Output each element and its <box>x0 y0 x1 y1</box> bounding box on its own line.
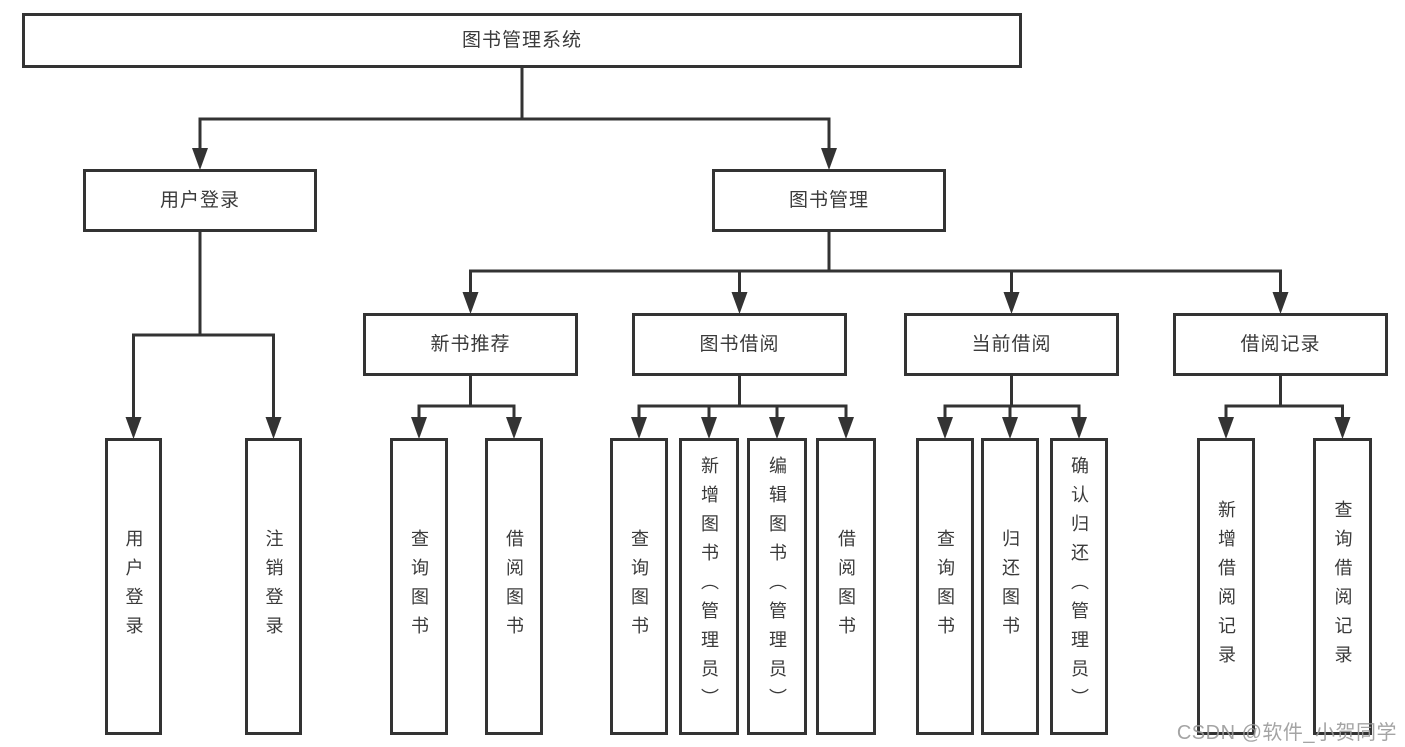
arrowhead-icon <box>192 148 208 170</box>
connector-borrow-records <box>1218 374 1351 439</box>
node-leaf-logout: 注销登录 <box>245 438 302 735</box>
node-leaf-borrow-books-1: 借阅图书 <box>485 438 543 735</box>
arrowhead-icon <box>1218 417 1234 439</box>
node-label-leaf-query-books-2: 查询图书 <box>629 528 649 645</box>
node-user-login: 用户登录 <box>83 169 317 232</box>
node-leaf-query-books-2: 查询图书 <box>610 438 668 735</box>
node-label-leaf-user-login: 用户登录 <box>123 528 144 645</box>
arrowhead-icon <box>265 417 282 439</box>
arrowhead-icon <box>411 417 427 439</box>
arrowhead-icon <box>1003 292 1020 314</box>
node-book-borrow: 图书借阅 <box>632 313 847 376</box>
node-label-leaf-confirm-return: 确认归还（管理员） <box>1069 456 1089 717</box>
node-leaf-query-books-1: 查询图书 <box>390 438 448 735</box>
node-label-leaf-logout: 注销登录 <box>263 528 284 645</box>
connector-book-borrow <box>631 374 854 439</box>
node-label-book-mgmt: 图书管理 <box>788 190 869 211</box>
node-borrow-records: 借阅记录 <box>1173 313 1388 376</box>
node-leaf-return-book: 归还图书 <box>981 438 1039 735</box>
node-label-leaf-query-books-1: 查询图书 <box>409 528 429 645</box>
arrowhead-icon <box>937 417 953 439</box>
arrowhead-icon <box>506 417 522 439</box>
node-label-borrow-records: 借阅记录 <box>1240 334 1321 355</box>
arrowhead-icon <box>1071 417 1087 439</box>
arrowhead-icon <box>1334 417 1351 439</box>
csdn-watermark: CSDN @软件_小贺同学 <box>1176 722 1397 744</box>
arrowhead-icon <box>462 292 479 314</box>
node-current-borrow: 当前借阅 <box>904 313 1119 376</box>
connector-root <box>192 66 837 170</box>
arrowhead-icon <box>731 292 748 314</box>
node-label-leaf-query-record: 查询借阅记录 <box>1332 499 1353 674</box>
arrowhead-icon <box>701 417 717 439</box>
node-label-leaf-borrow-books-2: 借阅图书 <box>836 528 856 645</box>
node-leaf-add-record: 新增借阅记录 <box>1197 438 1255 735</box>
arrowhead-icon <box>821 148 837 170</box>
arrowhead-icon <box>125 417 142 439</box>
node-label-leaf-edit-book: 编辑图书（管理员） <box>767 456 787 717</box>
node-book-mgmt: 图书管理 <box>712 169 946 232</box>
connector-user-login <box>125 230 282 439</box>
arrowhead-icon <box>769 417 785 439</box>
node-label-user-login: 用户登录 <box>159 190 240 211</box>
node-root: 图书管理系统 <box>22 13 1022 68</box>
node-label-root: 图书管理系统 <box>461 30 582 51</box>
node-leaf-edit-book: 编辑图书（管理员） <box>747 438 807 735</box>
node-leaf-borrow-books-2: 借阅图书 <box>816 438 876 735</box>
node-label-new-books: 新书推荐 <box>430 334 511 355</box>
node-label-current-borrow: 当前借阅 <box>971 334 1052 355</box>
node-label-leaf-return-book: 归还图书 <box>1000 528 1020 645</box>
node-new-books: 新书推荐 <box>363 313 578 376</box>
connector-current-borrow <box>937 374 1087 439</box>
arrowhead-icon <box>1272 292 1289 314</box>
node-label-leaf-add-book: 新增图书（管理员） <box>699 456 719 717</box>
node-leaf-user-login: 用户登录 <box>105 438 162 735</box>
node-label-leaf-add-record: 新增借阅记录 <box>1216 499 1236 674</box>
node-leaf-add-book: 新增图书（管理员） <box>679 438 739 735</box>
arrowhead-icon <box>1002 417 1018 439</box>
node-leaf-query-record: 查询借阅记录 <box>1313 438 1372 735</box>
connector-new-books <box>411 374 522 439</box>
node-label-book-borrow: 图书借阅 <box>699 334 780 355</box>
node-leaf-query-books-3: 查询图书 <box>916 438 974 735</box>
node-leaf-confirm-return: 确认归还（管理员） <box>1050 438 1108 735</box>
node-label-leaf-borrow-books-1: 借阅图书 <box>504 528 524 645</box>
node-label-leaf-query-books-3: 查询图书 <box>935 528 955 645</box>
arrowhead-icon <box>631 417 647 439</box>
arrowhead-icon <box>838 417 854 439</box>
connector-book-mgmt <box>462 230 1289 314</box>
